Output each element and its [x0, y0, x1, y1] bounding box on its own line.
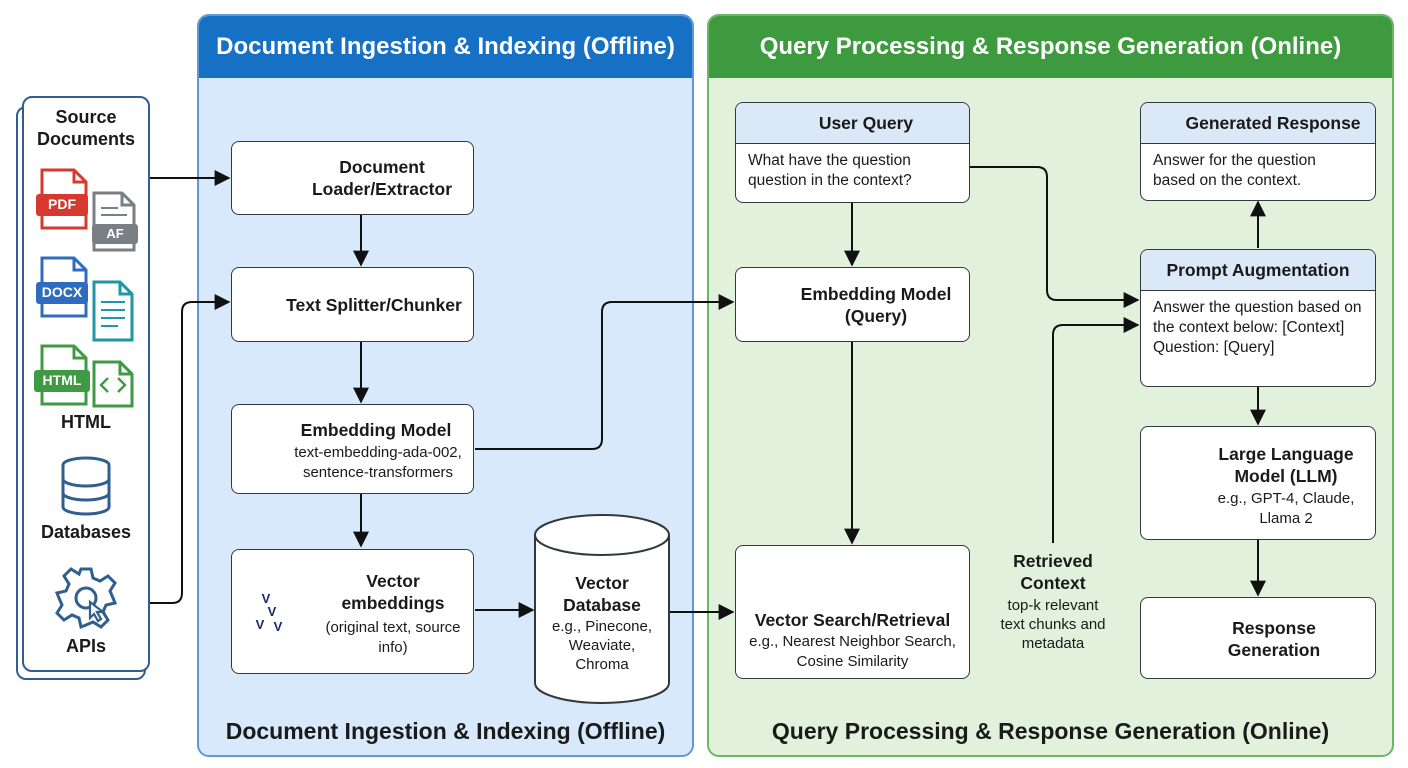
docx-badge: DOCX: [41, 284, 83, 300]
vector-glyph: V: [273, 619, 283, 634]
llm-title: Large Language Model (LLM): [1218, 444, 1354, 486]
vector-search-title: Vector Search/Retrieval: [754, 610, 951, 630]
vector-search-subtitle: e.g., Nearest Neighbor Search, Cosine Si…: [749, 633, 956, 670]
generated-response-box: Generated Response Answer for the questi…: [1140, 102, 1376, 201]
user-query-text: What have the question question in the c…: [748, 152, 912, 189]
html-badge: HTML: [42, 372, 82, 388]
user-query-box: User Query What have the question questi…: [735, 102, 970, 203]
arrow-apis-to-splitter: [150, 294, 231, 604]
apis-label: APIs: [65, 636, 107, 656]
vector-glyph: V: [261, 591, 271, 606]
query-embedding-box: Embedding Model (Query): [735, 267, 970, 342]
vector-database-cylinder: [534, 514, 670, 704]
vector-embeddings-box: Vector embeddings (original text, source…: [231, 549, 474, 674]
generated-response-header: Generated Response: [1141, 103, 1375, 144]
api-gear-icon: [54, 567, 118, 630]
pdf-file-icon: [36, 168, 88, 230]
embedding-model-title: Embedding Model: [300, 420, 452, 440]
embedding-model-box: Embedding Model text-embedding-ada-002, …: [231, 404, 474, 494]
arrow-retrieved-to-prompt: [1052, 317, 1140, 543]
ingestion-panel-footer: Document Ingestion & Indexing (Offline): [225, 717, 666, 744]
text-file-icon: [92, 191, 138, 252]
user-query-header: User Query: [736, 103, 969, 144]
generated-response-text: Answer for the question based on the con…: [1153, 152, 1316, 189]
text-splitter-box: Text Splitter/Chunker: [231, 267, 474, 342]
database-icon: [61, 456, 111, 516]
vector-database-title: Vector Database: [563, 573, 641, 615]
embedding-model-subtitle: text-embedding-ada-002, sentence-transfo…: [294, 444, 462, 481]
html-label: HTML: [61, 412, 111, 432]
pdf-badge: PDF: [48, 196, 76, 212]
llm-box: Large Language Model (LLM) e.g., GPT-4, …: [1140, 426, 1376, 540]
prompt-augmentation-title: Prompt Augmentation: [1166, 260, 1350, 280]
text-splitter-title: Text Splitter/Chunker: [286, 295, 462, 315]
file-badge: AF: [106, 226, 124, 241]
document-loader-title: Document Loader/Extractor: [311, 157, 453, 199]
query-panel-footer: Query Processing & Response Generation (…: [771, 717, 1330, 744]
llm-subtitle: e.g., GPT-4, Claude, Llama 2: [1217, 490, 1355, 527]
ingestion-panel-title: Document Ingestion & Indexing (Offline): [199, 16, 692, 78]
document-lines-icon: [92, 280, 134, 342]
query-panel-title: Query Processing & Response Generation (…: [709, 16, 1392, 78]
response-generation-box: Response Generation: [1140, 597, 1376, 679]
code-file-icon: [92, 360, 134, 408]
vector-database-subtitle: e.g., Pinecone, Weaviate, Chroma: [551, 618, 653, 673]
arrow-embed-to-query-embed: [475, 294, 735, 450]
generated-response-title: Generated Response: [1185, 113, 1361, 133]
retrieved-context-subtitle: top-k relevant text chunks and metadata: [1000, 597, 1106, 652]
retrieved-context-title: Retrieved Context: [1013, 551, 1093, 593]
html-file-icon: [34, 344, 90, 406]
prompt-augmentation-text: Answer the question based on the context…: [1153, 299, 1362, 356]
docx-file-icon: [36, 256, 88, 318]
prompt-augmentation-box: Prompt Augmentation Answer the question …: [1140, 249, 1376, 387]
vector-glyph: V: [267, 604, 277, 619]
query-embedding-title: Embedding Model (Query): [800, 284, 952, 326]
vector-embeddings-title: Vector embeddings: [341, 571, 445, 613]
vector-embeddings-subtitle: (original text, source info): [325, 619, 461, 656]
source-documents-title: Source Documents: [36, 107, 135, 149]
document-loader-box: Document Loader/Extractor: [231, 141, 474, 215]
arrow-userquery-to-prompt: [970, 166, 1140, 308]
user-query-title: User Query: [818, 113, 914, 133]
vector-glyph: V: [255, 617, 265, 632]
databases-label: Databases: [40, 522, 132, 542]
response-generation-title: Response Generation: [1227, 618, 1321, 660]
vector-search-box: Vector Search/Retrieval e.g., Nearest Ne…: [735, 545, 970, 679]
prompt-augmentation-header: Prompt Augmentation: [1141, 250, 1375, 291]
